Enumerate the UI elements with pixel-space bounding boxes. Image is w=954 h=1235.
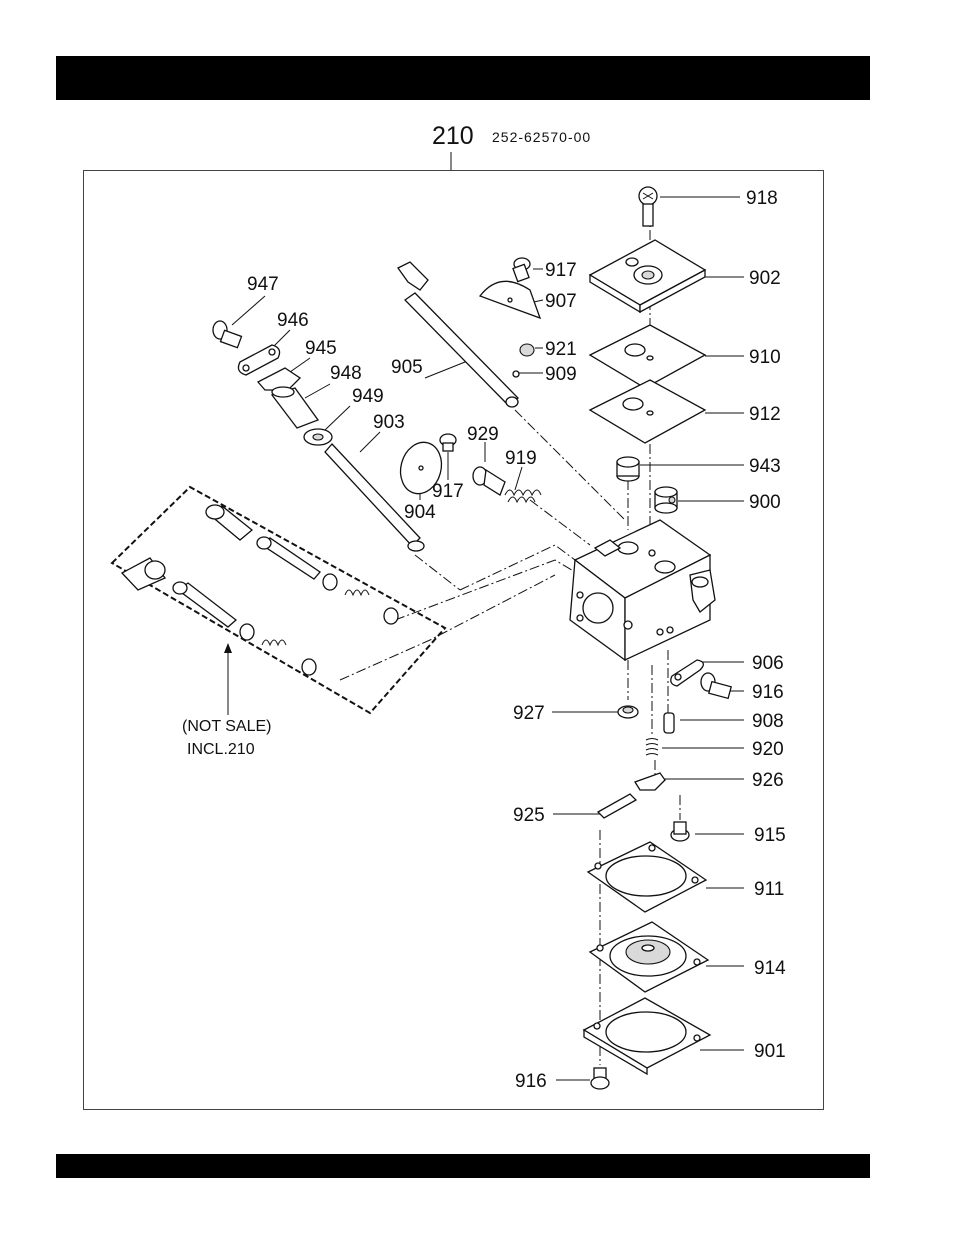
not-sale-arrow bbox=[224, 643, 232, 715]
washer-946 bbox=[238, 345, 279, 375]
footer-bar bbox=[56, 1154, 870, 1178]
plate-907 bbox=[480, 281, 540, 318]
callout-903: 903 bbox=[373, 412, 405, 433]
callout-900: 900 bbox=[749, 492, 781, 513]
needle-929 bbox=[473, 467, 505, 495]
callout-908: 908 bbox=[752, 711, 784, 732]
screw-918 bbox=[639, 187, 657, 226]
callout-909: 909 bbox=[545, 364, 577, 385]
callout-925: 925 bbox=[513, 805, 545, 826]
gasket-906 bbox=[671, 660, 704, 686]
plug-943 bbox=[617, 457, 639, 481]
callout-901: 901 bbox=[754, 1041, 786, 1062]
callout-948: 948 bbox=[330, 363, 362, 384]
screw-917-lower bbox=[440, 434, 456, 451]
collar-948 bbox=[272, 387, 318, 428]
gasket-912 bbox=[590, 380, 705, 443]
callout-947: 947 bbox=[247, 274, 279, 295]
callout-916-side: 916 bbox=[752, 682, 784, 703]
callout-917-upper: 917 bbox=[545, 260, 577, 281]
callout-949: 949 bbox=[352, 386, 384, 407]
callout-927: 927 bbox=[513, 703, 545, 724]
note-not-sale: (NOT SALE) bbox=[182, 718, 272, 735]
callout-926: 926 bbox=[752, 770, 784, 791]
diaphragm-914 bbox=[590, 922, 708, 992]
callout-946: 946 bbox=[277, 310, 309, 331]
washer-949 bbox=[304, 429, 332, 445]
callout-945: 945 bbox=[305, 338, 337, 359]
screw-916-bottom bbox=[591, 1068, 609, 1089]
note-included: INCL.210 bbox=[187, 741, 255, 758]
cover-902 bbox=[590, 240, 705, 312]
callout-943: 943 bbox=[749, 456, 781, 477]
callout-914: 914 bbox=[754, 958, 786, 979]
callout-916-bottom: 916 bbox=[515, 1071, 547, 1092]
callout-905: 905 bbox=[391, 357, 423, 378]
callout-920: 920 bbox=[752, 739, 784, 760]
carburetor-body bbox=[570, 520, 715, 660]
spring-920 bbox=[646, 739, 658, 756]
callout-915: 915 bbox=[754, 825, 786, 846]
cover-901 bbox=[584, 998, 710, 1074]
lever-926 bbox=[635, 773, 665, 790]
callout-921: 921 bbox=[545, 339, 577, 360]
needle-908 bbox=[664, 713, 674, 733]
callout-912: 912 bbox=[749, 404, 781, 425]
callout-917-lower: 917 bbox=[432, 481, 464, 502]
callout-918: 918 bbox=[746, 188, 778, 209]
gasket-910 bbox=[590, 325, 705, 388]
ball-909 bbox=[513, 371, 519, 377]
callout-904: 904 bbox=[404, 502, 436, 523]
cap-900 bbox=[655, 487, 677, 513]
callout-902: 902 bbox=[749, 268, 781, 289]
spring-919 bbox=[505, 490, 541, 502]
screw-947 bbox=[213, 321, 242, 348]
callout-911: 911 bbox=[754, 879, 784, 900]
plug-921 bbox=[520, 344, 534, 356]
callout-910: 910 bbox=[749, 347, 781, 368]
screw-916-side bbox=[701, 673, 731, 698]
gasket-911 bbox=[588, 842, 706, 912]
callout-929: 929 bbox=[467, 424, 499, 445]
cap-927 bbox=[618, 706, 638, 718]
callout-906: 906 bbox=[752, 653, 784, 674]
pin-925 bbox=[598, 794, 636, 818]
callout-919: 919 bbox=[505, 448, 537, 469]
screw-917-upper bbox=[513, 258, 530, 282]
screw-915 bbox=[671, 822, 689, 841]
callout-907: 907 bbox=[545, 291, 577, 312]
